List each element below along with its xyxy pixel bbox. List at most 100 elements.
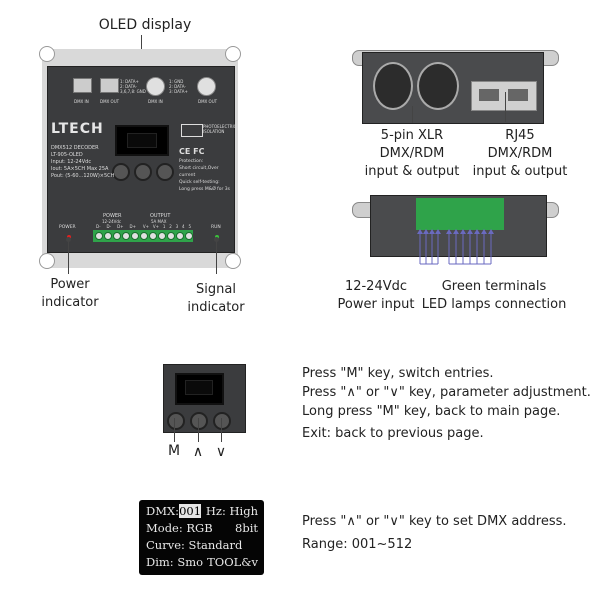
power-pin-labels: D- D- D+ D+ [93, 224, 139, 229]
output-pin-labels: V+ V+ 1 2 3 4 5 [141, 224, 193, 229]
up-key-label: ∧ [192, 444, 204, 460]
callout-line-text: 5-pin XLR [380, 128, 444, 143]
mount-hole [39, 46, 55, 62]
instruction-line: Exit: back to previous page. [302, 426, 484, 441]
terminal-screw [185, 232, 193, 240]
terminal-screw [104, 232, 112, 240]
pin-label: D+ [117, 224, 124, 229]
pin-label: D- [96, 224, 101, 229]
oled-dmx-value[interactable]: 001 [179, 504, 202, 518]
rj45-connectors [471, 81, 537, 111]
terminal-arrows [417, 229, 494, 265]
closeup-screen [175, 373, 224, 405]
mount-hole [225, 253, 241, 269]
up-key[interactable] [134, 163, 152, 181]
oled-screen-enlarged: DMX:001 Hz: High Mode: RGB 8bit Curve: S… [139, 500, 264, 575]
oled-hz: Hz: High [205, 504, 258, 518]
oled-row-mode: Mode: RGB 8bit [146, 521, 258, 537]
terminal-screw [176, 232, 184, 240]
m-key-label: M [167, 443, 181, 459]
xlr-callout-line [412, 106, 413, 123]
closeup-up-key[interactable] [190, 412, 208, 430]
pin-label: 2 [169, 224, 172, 229]
protection-line: Quick self-testing: [179, 180, 220, 185]
xlr-pinout-label: 1: GND 2: DATA- 3: DATA+ [169, 79, 188, 94]
callout-line-text: Power input [337, 297, 415, 312]
signal-indicator-dot [214, 237, 219, 242]
instruction-line: Long press "M" key, back to main page. [302, 404, 561, 419]
rj45-port-out [100, 78, 119, 93]
port-label: DMX OUT [100, 99, 120, 104]
instruction-line: Press "∧" or "∨" key to set DMX address. [302, 514, 567, 529]
protection-line: Protection: [179, 159, 204, 164]
spec-line: Pout: (5-60...120W)×5CH [51, 173, 115, 179]
green-terminal-block [416, 198, 504, 230]
oled-screen [115, 125, 169, 156]
instruction-line: Range: 001~512 [302, 537, 413, 552]
closeup-down-key[interactable] [213, 412, 231, 430]
rj45-pinout-label: 1: DATA+ 2: DATA- 3,6,7,8: GND [120, 79, 146, 94]
isolation-label: PHOTOELECTRIC ISOLATION [203, 124, 237, 134]
decoder-front-panel: DMX IN DMX OUT DMX IN DMX OUT 1: DATA+ 2… [47, 66, 237, 253]
pin-label: D+ [129, 224, 136, 229]
output-terminal-label: OUTPUT [150, 213, 171, 219]
rj45-port-in [73, 78, 92, 93]
run-led-label: RUN [211, 225, 221, 230]
m-key[interactable] [112, 163, 130, 181]
model-title: DMX512 DECODER [51, 145, 99, 151]
key-instructions: Press "M" key, switch entries. Press "∧"… [302, 364, 597, 443]
callout-line-text: indicator [187, 300, 245, 315]
callout-line-text: input & output [364, 164, 460, 179]
terminal-screw [131, 232, 139, 240]
closeup-m-key[interactable] [167, 412, 185, 430]
top-side-view [362, 52, 544, 124]
mount-hole [39, 253, 55, 269]
mount-hole [225, 46, 241, 62]
oled-row-dmx: DMX:001 Hz: High [146, 504, 258, 520]
oled-row-dim: Dim: Smo TOOL&v [146, 555, 258, 571]
down-key[interactable] [156, 163, 174, 181]
certification-marks: CE FC [179, 147, 205, 156]
xlr-callout: 5-pin XLR DMX/RDM input & output [357, 127, 467, 181]
instruction-line: Press "∧" or "∨" key, parameter adjustme… [302, 385, 591, 400]
pin-label: V+ [142, 224, 150, 229]
oled-dmx-label: DMX: [146, 504, 180, 518]
rj45-jack [479, 89, 499, 101]
rj45-callout-line [505, 92, 506, 122]
pin-label: 3 [175, 224, 179, 229]
terminal-screw [113, 232, 121, 240]
protection-info: Protection: Short circuit,Over current Q… [179, 158, 234, 193]
model-number: LT-905-OLED [51, 152, 83, 158]
dmx-instructions: Press "∧" or "∨" key to set DMX address.… [302, 512, 597, 554]
callout-line-text: RJ45 [505, 128, 535, 143]
power-indicator-callout: Power indicator [30, 276, 110, 312]
power-indicator-dot [66, 237, 71, 242]
callout-line-text: Signal [196, 282, 236, 297]
terminal-screw [122, 232, 130, 240]
xlr-port-in [146, 77, 165, 96]
brand-logo: LTECH [51, 121, 104, 137]
terminals-callout: Green terminals LED lamps connection [419, 278, 569, 314]
instruction-line: Press "M" key, switch entries. [302, 366, 494, 381]
model-info: DMX512 DECODER LT-905-OLED Input: 12-24V… [51, 145, 114, 180]
terminal-screw [140, 232, 148, 240]
keys-closeup [163, 364, 246, 433]
callout-line-text: Power [50, 277, 90, 292]
pin-label: V+ [152, 224, 159, 229]
xlr-port-out [197, 77, 216, 96]
m-key-line [174, 418, 175, 442]
callout-line-text: Green terminals [441, 279, 547, 294]
pin-label: 4 [182, 224, 185, 229]
down-key-line [221, 418, 222, 442]
pin-label: 1 [162, 224, 166, 229]
rj45-jack [508, 89, 528, 101]
up-key-line [198, 418, 199, 442]
oled-bits: 8bit [235, 521, 258, 535]
xlr-female-connector [373, 62, 413, 110]
bottom-side-view [370, 195, 547, 257]
power-indicator-line [68, 239, 69, 274]
terminal-screw [149, 232, 157, 240]
oled-dim: Dim: Smo [146, 555, 204, 569]
power-input-callout: 12-24Vdc Power input [326, 278, 426, 314]
signal-indicator-line [216, 239, 217, 274]
